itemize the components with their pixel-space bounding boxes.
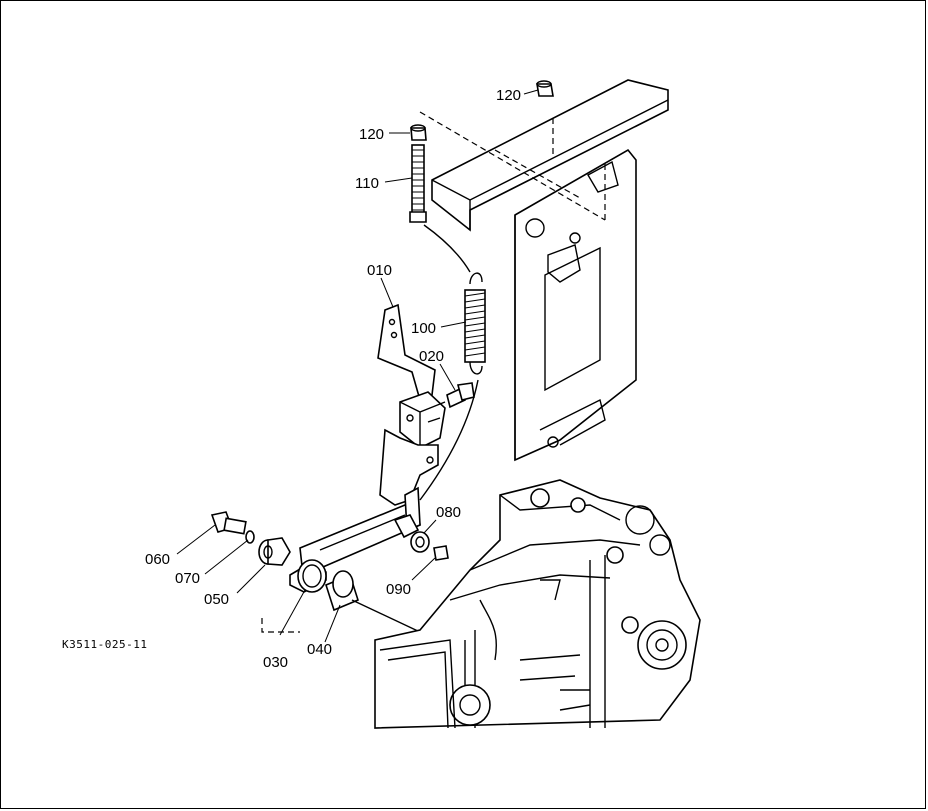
bush-040 <box>289 559 421 633</box>
callout-060: 060 <box>145 551 170 568</box>
bracket-assembly <box>419 79 669 462</box>
callout-labels: 120 120 110 010 100 020 080 090 060 070 … <box>62 87 521 671</box>
drawing-code: K3511-025-11 <box>62 638 147 651</box>
callout-120-left: 120 <box>359 126 384 143</box>
callout-110: 110 <box>355 175 379 192</box>
spring-100 <box>419 272 486 501</box>
callout-070: 070 <box>175 570 200 587</box>
callout-050: 050 <box>204 591 229 608</box>
callout-030: 030 <box>263 654 288 671</box>
callout-100: 100 <box>411 320 436 337</box>
bushing-050 <box>258 537 291 566</box>
callout-120-right: 120 <box>496 87 521 104</box>
nut-120-right <box>536 80 554 97</box>
callout-080: 080 <box>436 504 461 521</box>
callout-090: 090 <box>386 581 411 598</box>
bolt-110 <box>409 124 471 273</box>
lever-assembly-030 <box>261 486 449 633</box>
callout-010: 010 <box>367 262 392 279</box>
bolt-060 <box>210 511 255 544</box>
callout-040: 040 <box>307 641 332 658</box>
transmission-housing <box>374 479 701 729</box>
leader-lines <box>176 89 539 643</box>
screw-020 <box>446 382 475 409</box>
lever-010 <box>377 303 446 506</box>
callout-020: 020 <box>419 348 444 365</box>
